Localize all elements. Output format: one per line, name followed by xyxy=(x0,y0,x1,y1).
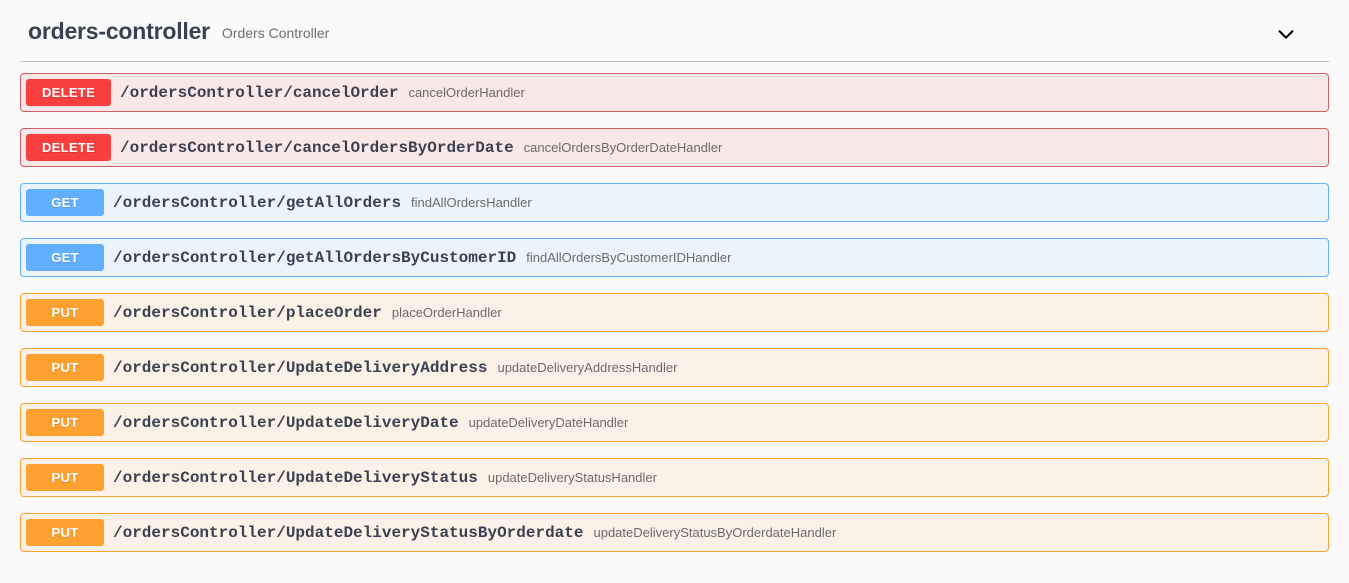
tag-header[interactable]: orders-controller Orders Controller xyxy=(0,0,1349,62)
operation-path: /ordersController/UpdateDeliveryAddress xyxy=(113,358,488,377)
operation-path: /ordersController/UpdateDeliveryStatus xyxy=(113,468,478,487)
operation-row[interactable]: PUT/ordersController/placeOrder placeOrde… xyxy=(20,293,1329,332)
operation-row[interactable]: PUT/ordersController/UpdateDeliveryStatu… xyxy=(20,513,1329,552)
operation-summary: updateDeliveryAddressHandler xyxy=(497,360,678,375)
http-method-badge: PUT xyxy=(26,354,104,381)
operation-summary: updateDeliveryStatusByOrderdateHandler xyxy=(593,525,837,540)
http-method-badge: GET xyxy=(26,244,104,271)
operation-path: /ordersController/cancelOrdersByOrderDat… xyxy=(120,138,514,157)
operation-summary: findAllOrdersHandler xyxy=(411,195,532,210)
operation-row[interactable]: PUT/ordersController/UpdateDeliveryStatu… xyxy=(20,458,1329,497)
operation-path: /ordersController/getAllOrders xyxy=(113,193,402,212)
operation-summary: cancelOrdersByOrderDateHandler xyxy=(523,140,723,155)
http-method-badge: DELETE xyxy=(26,79,111,106)
operation-row[interactable]: DELETE/ordersController/cancelOrder cance… xyxy=(20,73,1329,112)
operation-row[interactable]: DELETE/ordersController/cancelOrdersByOr… xyxy=(20,128,1329,167)
operation-summary: cancelOrderHandler xyxy=(408,85,525,100)
operation-summary: placeOrderHandler xyxy=(391,305,502,320)
operations-list: DELETE/ordersController/cancelOrder cance… xyxy=(0,73,1349,568)
tag-header-divider xyxy=(20,61,1329,62)
operation-path: /ordersController/getAllOrdersByCustomer… xyxy=(113,248,517,267)
http-method-badge: PUT xyxy=(26,519,104,546)
operation-summary: updateDeliveryDateHandler xyxy=(468,415,629,430)
http-method-badge: PUT xyxy=(26,299,104,326)
http-method-badge: PUT xyxy=(26,409,104,436)
operation-row[interactable]: PUT/ordersController/UpdateDeliveryDate u… xyxy=(20,403,1329,442)
operation-path: /ordersController/placeOrder xyxy=(113,303,382,322)
tag-title: orders-controller xyxy=(28,17,210,44)
operation-row[interactable]: PUT/ordersController/UpdateDeliveryAddre… xyxy=(20,348,1329,387)
tag-description: Orders Controller xyxy=(221,25,330,41)
operation-row[interactable]: GET/ordersController/getAllOrders findAll… xyxy=(20,183,1329,222)
http-method-badge: PUT xyxy=(26,464,104,491)
operation-path: /ordersController/UpdateDeliveryStatusBy… xyxy=(113,523,584,542)
operation-path: /ordersController/UpdateDeliveryDate xyxy=(113,413,459,432)
operation-summary: updateDeliveryStatusHandler xyxy=(487,470,657,485)
operation-row[interactable]: GET/ordersController/getAllOrdersByCusto… xyxy=(20,238,1329,277)
http-method-badge: DELETE xyxy=(26,134,111,161)
http-method-badge: GET xyxy=(26,189,104,216)
operation-summary: findAllOrdersByCustomerIDHandler xyxy=(526,250,732,265)
chevron-down-icon[interactable] xyxy=(1273,21,1299,47)
operation-path: /ordersController/cancelOrder xyxy=(120,83,399,102)
